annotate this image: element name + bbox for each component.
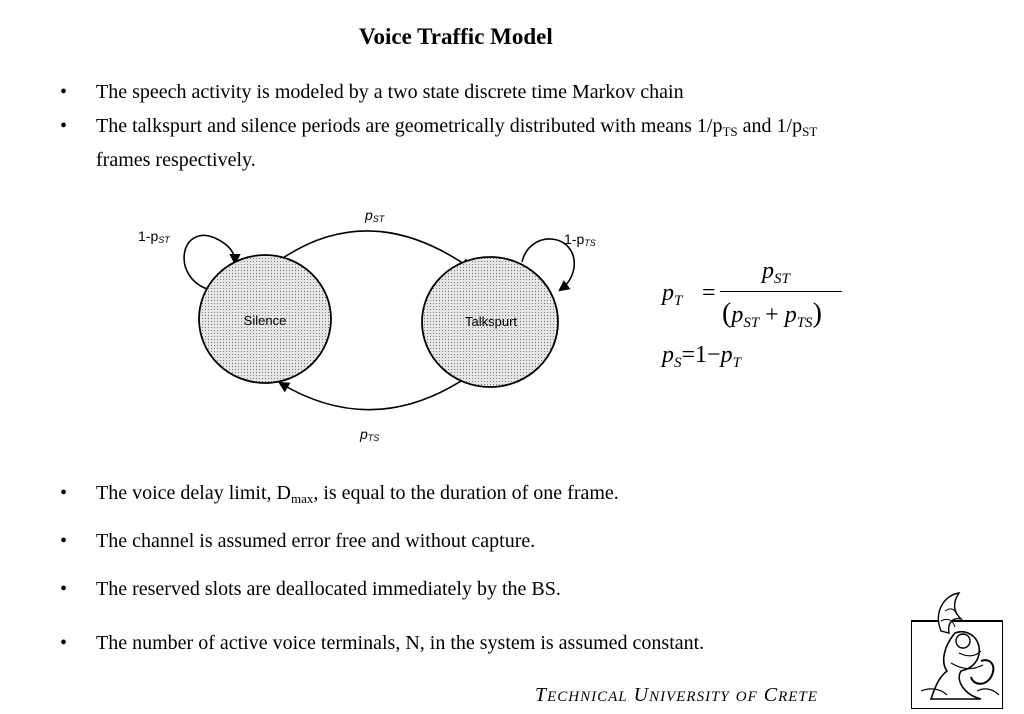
state-silence	[198, 254, 332, 384]
formula-denominator: (pST + pTS)	[722, 298, 822, 331]
bullet-text-part: and 1/p	[737, 115, 803, 137]
bullet-text: The voice delay limit, Dmax, is equal to…	[96, 476, 619, 510]
footer-university-name: TECHNICAL UNIVERSITY OF CRETE	[535, 684, 818, 706]
bullet-marker: •	[60, 115, 68, 137]
label-1-minus-p-st: 1-pST	[138, 228, 171, 245]
slide-title: Voice Traffic Model	[359, 24, 553, 49]
bullet-marker: •	[60, 632, 68, 654]
formula-numerator: pST	[762, 258, 790, 287]
transition-talkspurt-to-silence	[278, 367, 481, 411]
bullet-text: The channel is assumed error free and wi…	[96, 530, 536, 552]
formula-equals: =	[702, 280, 716, 306]
transition-silence-to-talkspurt	[279, 230, 472, 270]
bullet-text: The number of active voice terminals, N,…	[96, 632, 705, 654]
formula-ps: pS=1−pT	[662, 342, 741, 371]
self-loop-talkspurt	[521, 238, 575, 292]
bullet-text: The reserved slots are deallocated immed…	[96, 578, 561, 600]
bullet-marker: •	[60, 482, 68, 504]
state-talkspurt-label: Talkspurt	[465, 314, 517, 329]
bullet-text-part: , is equal to the duration of one frame.	[313, 482, 619, 504]
self-loop-silence	[183, 234, 241, 291]
markov-chain-diagram: Silence Talkspurt pST pTS 1-pST 1-pTS	[138, 207, 596, 443]
subscript: ST	[802, 124, 818, 139]
label-p-st: pST	[364, 207, 386, 224]
bullet-marker: •	[60, 81, 68, 103]
bullet-text: The speech activity is modeled by a two …	[96, 81, 684, 103]
label-p-ts: pTS	[359, 426, 379, 443]
state-silence-label: Silence	[244, 313, 287, 328]
label-1-minus-p-ts: 1-pTS	[564, 231, 596, 248]
bullet-text-part: The talkspurt and silence periods are ge…	[96, 115, 723, 137]
fraction-bar	[720, 291, 842, 292]
probability-formulas: pT = pST (pST + pTS) pS=1−pT	[660, 258, 860, 378]
bullet-text-part: The voice delay limit, D	[96, 482, 291, 504]
bullet-marker: •	[60, 578, 68, 600]
state-talkspurt	[421, 256, 559, 388]
subscript: TS	[722, 124, 738, 139]
bullet-text: The talkspurt and silence periods are ge…	[96, 109, 817, 143]
bullet-marker: •	[60, 530, 68, 552]
formula-pt-lhs: pT	[662, 280, 683, 309]
bullet-text: frames respectively.	[96, 149, 256, 171]
subscript: max	[290, 491, 314, 506]
university-seal-icon	[911, 592, 1003, 709]
